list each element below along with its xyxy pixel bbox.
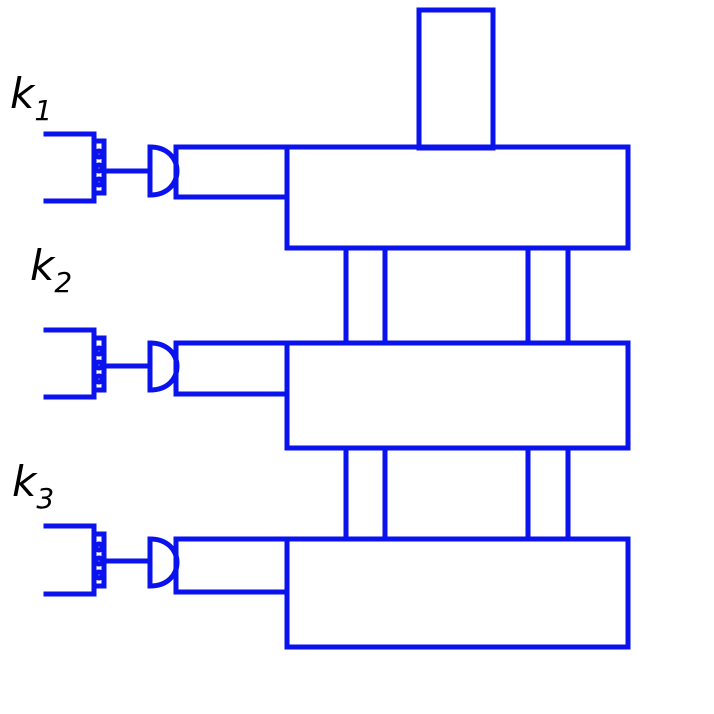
contact-pin-1b: [93, 162, 105, 174]
switch-assembly-3: [43, 523, 290, 597]
label-k1-subscript: 1: [34, 94, 52, 127]
top-post: [416, 7, 496, 151]
contact-pin-2b: [93, 359, 105, 371]
label-k2-subscript: 2: [54, 266, 72, 299]
contact-bracket-3: [43, 523, 97, 597]
label-k2-base: k: [30, 241, 56, 290]
label-k1: k1: [10, 69, 52, 127]
block-1: [284, 144, 631, 251]
label-k3: k3: [12, 457, 54, 515]
contact-pin-3a: [93, 541, 105, 553]
block-2: [284, 340, 631, 451]
label-k3-base: k: [12, 457, 38, 506]
contact-pin-2c: [93, 373, 105, 385]
block-3: [284, 536, 631, 650]
contact-pin-2a: [93, 345, 105, 357]
label-k1-base: k: [10, 69, 36, 118]
contact-pin-1a: [93, 148, 105, 160]
switch-assembly-2: [43, 327, 290, 400]
switch-assembly-1: [43, 131, 290, 204]
contact-pin-1c: [93, 176, 105, 188]
contact-pin-3c: [93, 569, 105, 581]
actuator-arm-1: [173, 144, 290, 200]
contact-pin-3b: [93, 555, 105, 567]
actuator-arm-2: [173, 340, 290, 397]
push-button-1: [147, 144, 180, 198]
label-k3-subscript: 3: [36, 482, 54, 515]
contact-bracket-1: [43, 131, 97, 204]
contact-bracket-2: [43, 327, 97, 400]
push-button-3: [147, 536, 180, 589]
push-button-2: [147, 340, 180, 393]
label-k2: k2: [30, 241, 72, 299]
actuator-arm-3: [173, 536, 290, 595]
